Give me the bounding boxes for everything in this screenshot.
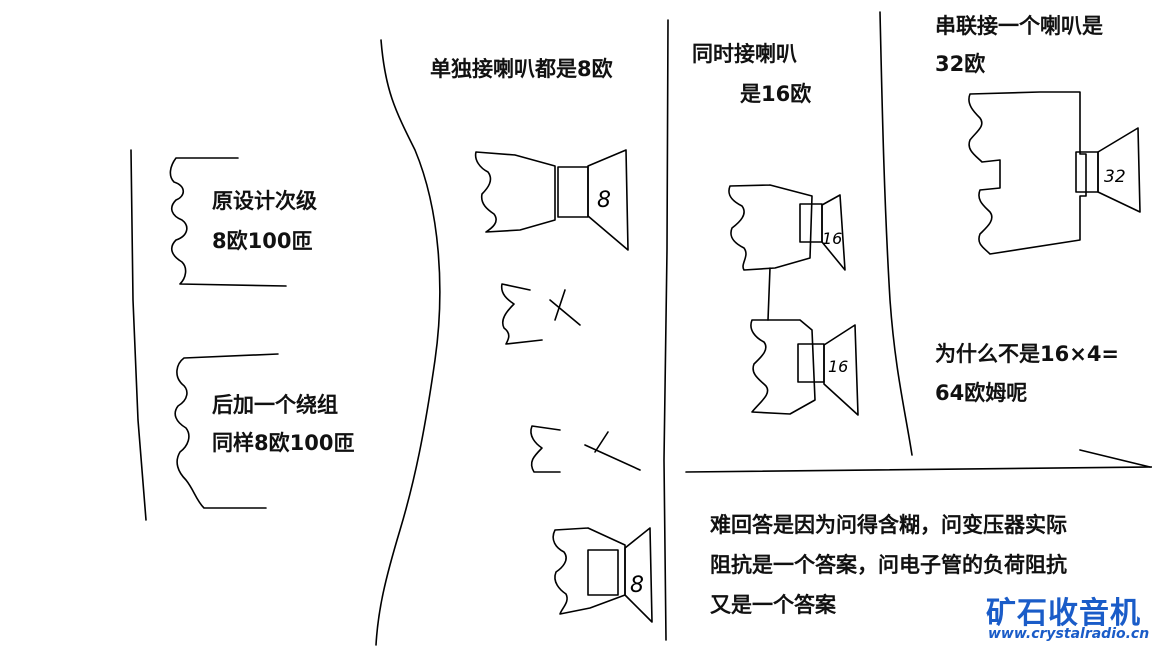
col2-coil-2 (552, 527, 626, 615)
answer-divider (685, 466, 1152, 473)
col2-cone-1 (587, 149, 629, 251)
question-line2: 64欧姆呢 (935, 381, 1028, 405)
col2-cross-2 (584, 431, 641, 471)
col4-caption-line1: 串联接一个喇叭是 (935, 14, 1103, 38)
col4-speaker-label: 32 (1104, 167, 1126, 187)
orig-secondary-spec: 8欧100匝 (212, 229, 313, 253)
added-winding-spec: 同样8欧100匝 (212, 431, 355, 455)
col3-coil-1 (728, 184, 813, 271)
divider-line-5 (1079, 449, 1151, 468)
col2-speaker-bottom-label: 8 (630, 573, 644, 598)
col2-cross-1 (549, 289, 581, 326)
col2-cone-2 (624, 527, 653, 623)
col2-caption: 单独接喇叭都是8欧 (430, 57, 613, 81)
col4-magnet (1075, 151, 1099, 193)
answer-line3: 又是一个答案 (710, 593, 836, 617)
answer-line2: 阻抗是一个答案，问电子管的负荷阻抗 (710, 553, 1067, 577)
col3-cone-1 (821, 194, 846, 271)
col4-coil (968, 91, 1087, 255)
question-line1: 为什么不是16×4= (935, 342, 1120, 366)
col3-link (767, 267, 771, 321)
orig-coil (169, 157, 287, 287)
col2-coil-cross-1 (500, 283, 543, 345)
site-logo: 矿石收音机 (986, 596, 1141, 631)
divider-line-3 (663, 19, 669, 641)
site-url: www.crystalradio.cn (988, 626, 1150, 642)
col4-cone (1097, 127, 1141, 213)
col2-magnet-1 (557, 166, 589, 218)
added-coil (174, 353, 279, 509)
col2-coil-cross-2 (530, 425, 561, 473)
col3-speaker-bottom-label: 16 (828, 357, 848, 376)
col3-speaker-top-label: 16 (822, 229, 842, 248)
col2-coil-1 (474, 151, 556, 233)
divider-line-2 (375, 39, 441, 646)
answer-line1: 难回答是因为问得含糊，问变压器实际 (710, 513, 1067, 537)
added-winding-title: 后加一个绕组 (212, 393, 338, 417)
orig-secondary-title: 原设计次级 (212, 189, 317, 213)
col2-magnet-2 (587, 549, 619, 596)
col3-coil-2 (750, 319, 816, 415)
col3-cone-2 (823, 324, 859, 416)
divider-line-4 (879, 11, 913, 456)
col4-caption-line2: 32欧 (935, 52, 986, 76)
col3-caption-line2: 是16欧 (740, 82, 812, 106)
col2-speaker-top-label: 8 (597, 188, 611, 213)
col3-caption-line1: 同时接喇叭 (692, 42, 797, 66)
col3-magnet-2 (797, 343, 825, 383)
divider-line-1 (130, 149, 147, 521)
